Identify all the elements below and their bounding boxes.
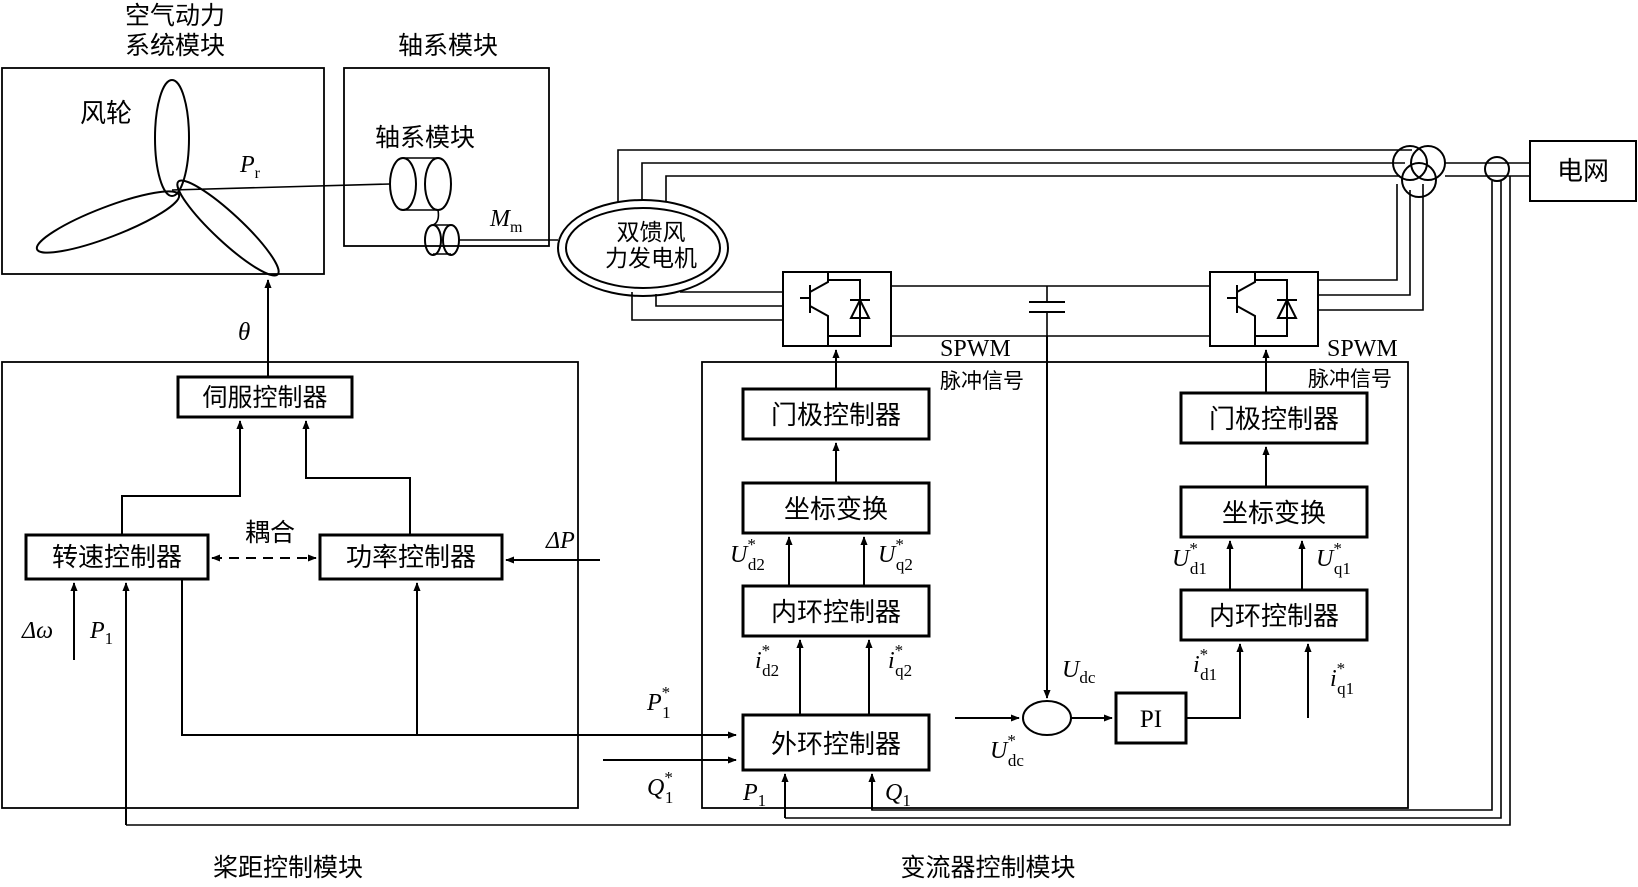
spwm-right-label: SPWM [1327,336,1398,362]
pitch-module-title: 桨距控制模块 [213,853,363,882]
delta-p-label: ΔP [545,528,575,554]
gsc-control-chain: SPWM 脉冲信号 门极控制器 坐标变换 内环控制器 U*d1 U*q1 i*d… [1172,336,1398,718]
power-controller: 功率控制器 [346,543,476,573]
aero-module-title-line1: 空气动力 [125,1,225,30]
shaft-module-title: 轴系模块 [398,31,498,60]
outer-controller: 外环控制器 [771,730,901,760]
pr-label: Pr [239,152,261,182]
rotor-shaft-link [171,183,391,191]
spwm-left-label: SPWM [940,336,1011,362]
id1-label: i*d1 [1193,645,1217,684]
q1-bottom-label: Q1 [885,780,911,810]
converter-control-module [701,361,1409,809]
grid-side-converter [1209,271,1319,347]
coord-transform-right: 坐标变换 [1222,499,1326,529]
aero-module: 风轮 Pr [1,67,325,277]
shaft-gear-icon [389,157,460,256]
udc-label: Udc [1062,657,1096,687]
generator-label-line1: 双馈风 [617,220,686,246]
dc-voltage-loop: PI Udc U*dc [955,336,1244,770]
theta-label: θ [238,319,250,346]
wind-rotor-icon [35,79,280,277]
iq2-label: i*q2 [888,641,912,680]
p1-left-label: P1 [89,618,113,648]
udc-star-label: U*dc [990,731,1024,770]
shaft-module: 轴系模块 Mm [343,67,550,256]
ud1-label: U*d1 [1172,539,1207,578]
uq1-label: U*q1 [1316,539,1351,578]
rotor-lines [631,291,783,321]
dfig-generator: 双馈风 力发电机 [557,199,729,297]
p1-star-label: P*1 [646,683,671,722]
pitch-control-module: 伺服控制器 转速控制器 功率控制器 耦合 θ ΔP Δω P1 [1,279,737,825]
pi-controller: PI [1140,706,1162,733]
delta-omega-label: Δω [21,618,53,644]
aero-module-title-line2: 系统模块 [125,31,225,60]
uq2-label: U*q2 [878,535,913,574]
rotor-label: 风轮 [80,99,132,129]
gsc-grid-lines [1318,184,1424,311]
summing-junction [1022,700,1072,736]
inner-controller-left: 内环控制器 [771,598,901,628]
speed-controller: 转速控制器 [52,543,182,573]
id2-label: i*d2 [755,641,779,680]
servo-controller: 伺服控制器 [202,383,327,412]
rsc-control-chain: SPWM 脉冲信号 门极控制器 坐标变换 内环控制器 外环控制器 U*d2 U*… [603,336,1024,818]
current-transformer-icon [1445,156,1530,182]
generator-label-line2: 力发电机 [605,246,697,272]
gate-controller-left: 门极控制器 [771,401,901,431]
p1-bottom-label: P1 [742,780,766,810]
grid-label: 电网 [1557,157,1609,187]
shaft-inner-label: 轴系模块 [375,123,475,152]
stator-lines [617,149,1412,202]
coupling-label: 耦合 [245,518,295,547]
gate-controller-right: 门极控制器 [1209,405,1339,435]
transformer-icon [1392,145,1446,198]
pulse-right-label: 脉冲信号 [1308,367,1392,391]
pulse-left-label: 脉冲信号 [940,369,1024,393]
coord-transform-left: 坐标变换 [784,495,888,525]
grid-box [1529,140,1637,202]
converter-module-title: 变流器控制模块 [900,853,1075,882]
rotor-side-converter [782,271,892,347]
mm-label: Mm [489,206,523,236]
ud2-label: U*d2 [730,535,765,574]
dc-link [891,285,1210,337]
q1-star-label: Q*1 [647,768,673,807]
iq1-label: i*q1 [1330,659,1354,698]
inner-controller-right: 内环控制器 [1209,602,1339,632]
